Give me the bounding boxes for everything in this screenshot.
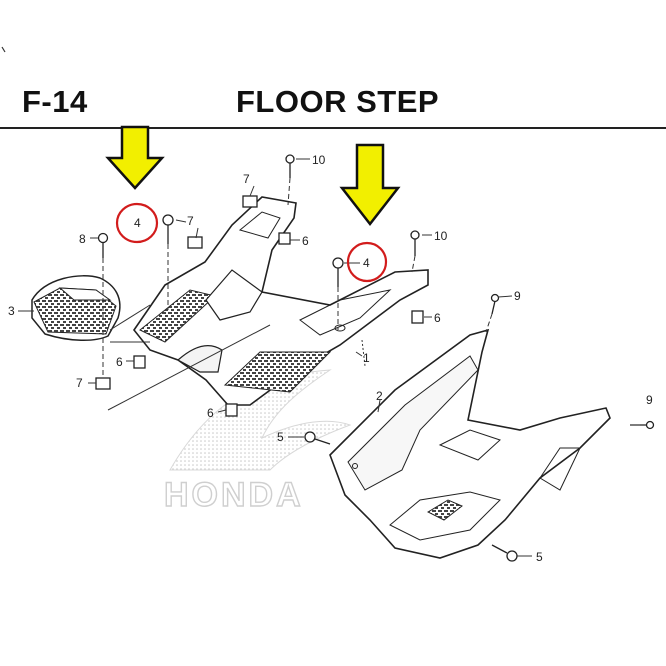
callout-3: 3: [8, 304, 15, 318]
callout-6-top: 6: [302, 234, 309, 248]
part-2-under-cover: [329, 328, 611, 559]
part-3-cover: [31, 275, 121, 342]
pointer-arrows: [105, 125, 401, 227]
callout-8: 8: [79, 232, 86, 246]
callout-4-left: 4: [134, 216, 141, 230]
callout-2: 2: [376, 389, 383, 403]
honda-watermark: HONDA: [163, 369, 352, 515]
part-1-floor-step: [133, 196, 429, 406]
callout-5-left: 5: [277, 430, 284, 444]
callout-9-top: 9: [514, 289, 521, 303]
callout-4-right: 4: [363, 256, 370, 270]
callout-labels: 10 7 4 7 8 6 10 4 3 9 6 1 6 7 2 6 5 9 5: [8, 153, 653, 564]
yellow-arrow-left: [105, 125, 165, 190]
callout-7-bottom: 7: [76, 376, 83, 390]
fasteners: [95, 154, 655, 562]
callout-6-bottom: 6: [207, 406, 214, 420]
callout-6-right: 6: [434, 311, 441, 325]
header-rule: [0, 127, 666, 129]
yellow-arrow-right: [339, 143, 401, 227]
callout-6-left: 6: [116, 355, 123, 369]
callout-7-mid: 7: [187, 214, 194, 228]
callout-1: 1: [363, 351, 370, 365]
callout-10-top: 10: [312, 153, 326, 167]
callout-9-right: 9: [646, 393, 653, 407]
highlight-circles: [115, 202, 388, 283]
figure-title: FLOOR STEP: [236, 84, 440, 119]
highlight-circle-4-left: [115, 202, 159, 244]
callout-5-right: 5: [536, 550, 543, 564]
highlight-circle-4-right: [346, 241, 388, 283]
leader-lines: [18, 158, 640, 557]
figure-code: F-14: [22, 84, 88, 119]
callout-10-right: 10: [434, 229, 448, 243]
callout-7-top: 7: [243, 172, 250, 186]
watermark-text: HONDA: [164, 476, 304, 514]
